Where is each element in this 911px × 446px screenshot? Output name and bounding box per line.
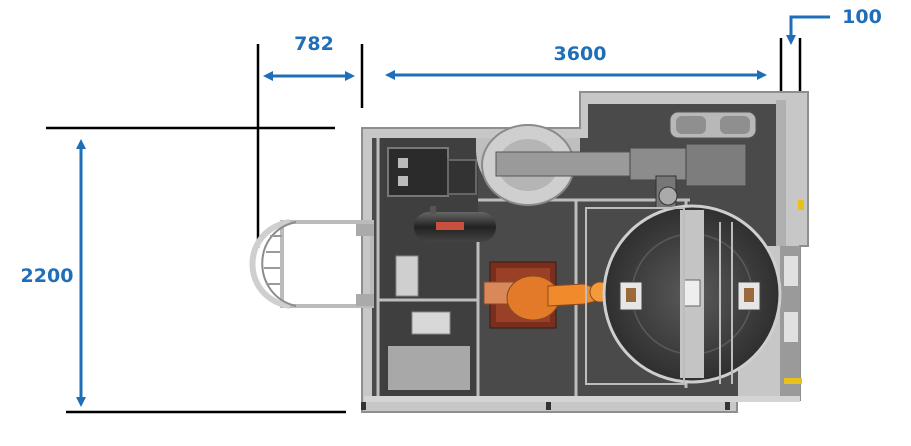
dim-arrow-100 <box>786 15 830 45</box>
dim-label-782: 782 <box>294 33 334 55</box>
left-wall-box-2 <box>411 311 451 335</box>
dim-label-3600: 3600 <box>554 43 607 65</box>
turntable-cage <box>585 207 733 385</box>
safety-door-icon <box>249 219 374 309</box>
yellow-marker-top <box>798 200 804 210</box>
dim-label-2200: 2200 <box>21 265 74 287</box>
dimension-arrows <box>76 15 830 407</box>
welding-positioner-icon <box>619 281 761 311</box>
yellow-marker <box>784 378 802 384</box>
rotary-turntable-icon <box>602 204 782 384</box>
positioner-right <box>737 281 761 311</box>
gas-tank-icon <box>414 206 496 242</box>
control-cabinet <box>387 147 477 197</box>
bottom-rail-posts <box>361 402 730 410</box>
right-side-box-2 <box>784 312 798 342</box>
bottom-rail <box>364 396 800 402</box>
motor-unit <box>669 111 757 139</box>
corner-post <box>776 100 786 246</box>
right-side-box-1 <box>784 256 798 286</box>
positioner-left <box>619 281 643 311</box>
dim-label-100: 100 <box>842 6 882 28</box>
left-wall-box-1 <box>395 255 419 297</box>
left-lower-bay <box>388 346 470 390</box>
door-frame <box>280 220 374 308</box>
boom-arm <box>495 143 747 209</box>
